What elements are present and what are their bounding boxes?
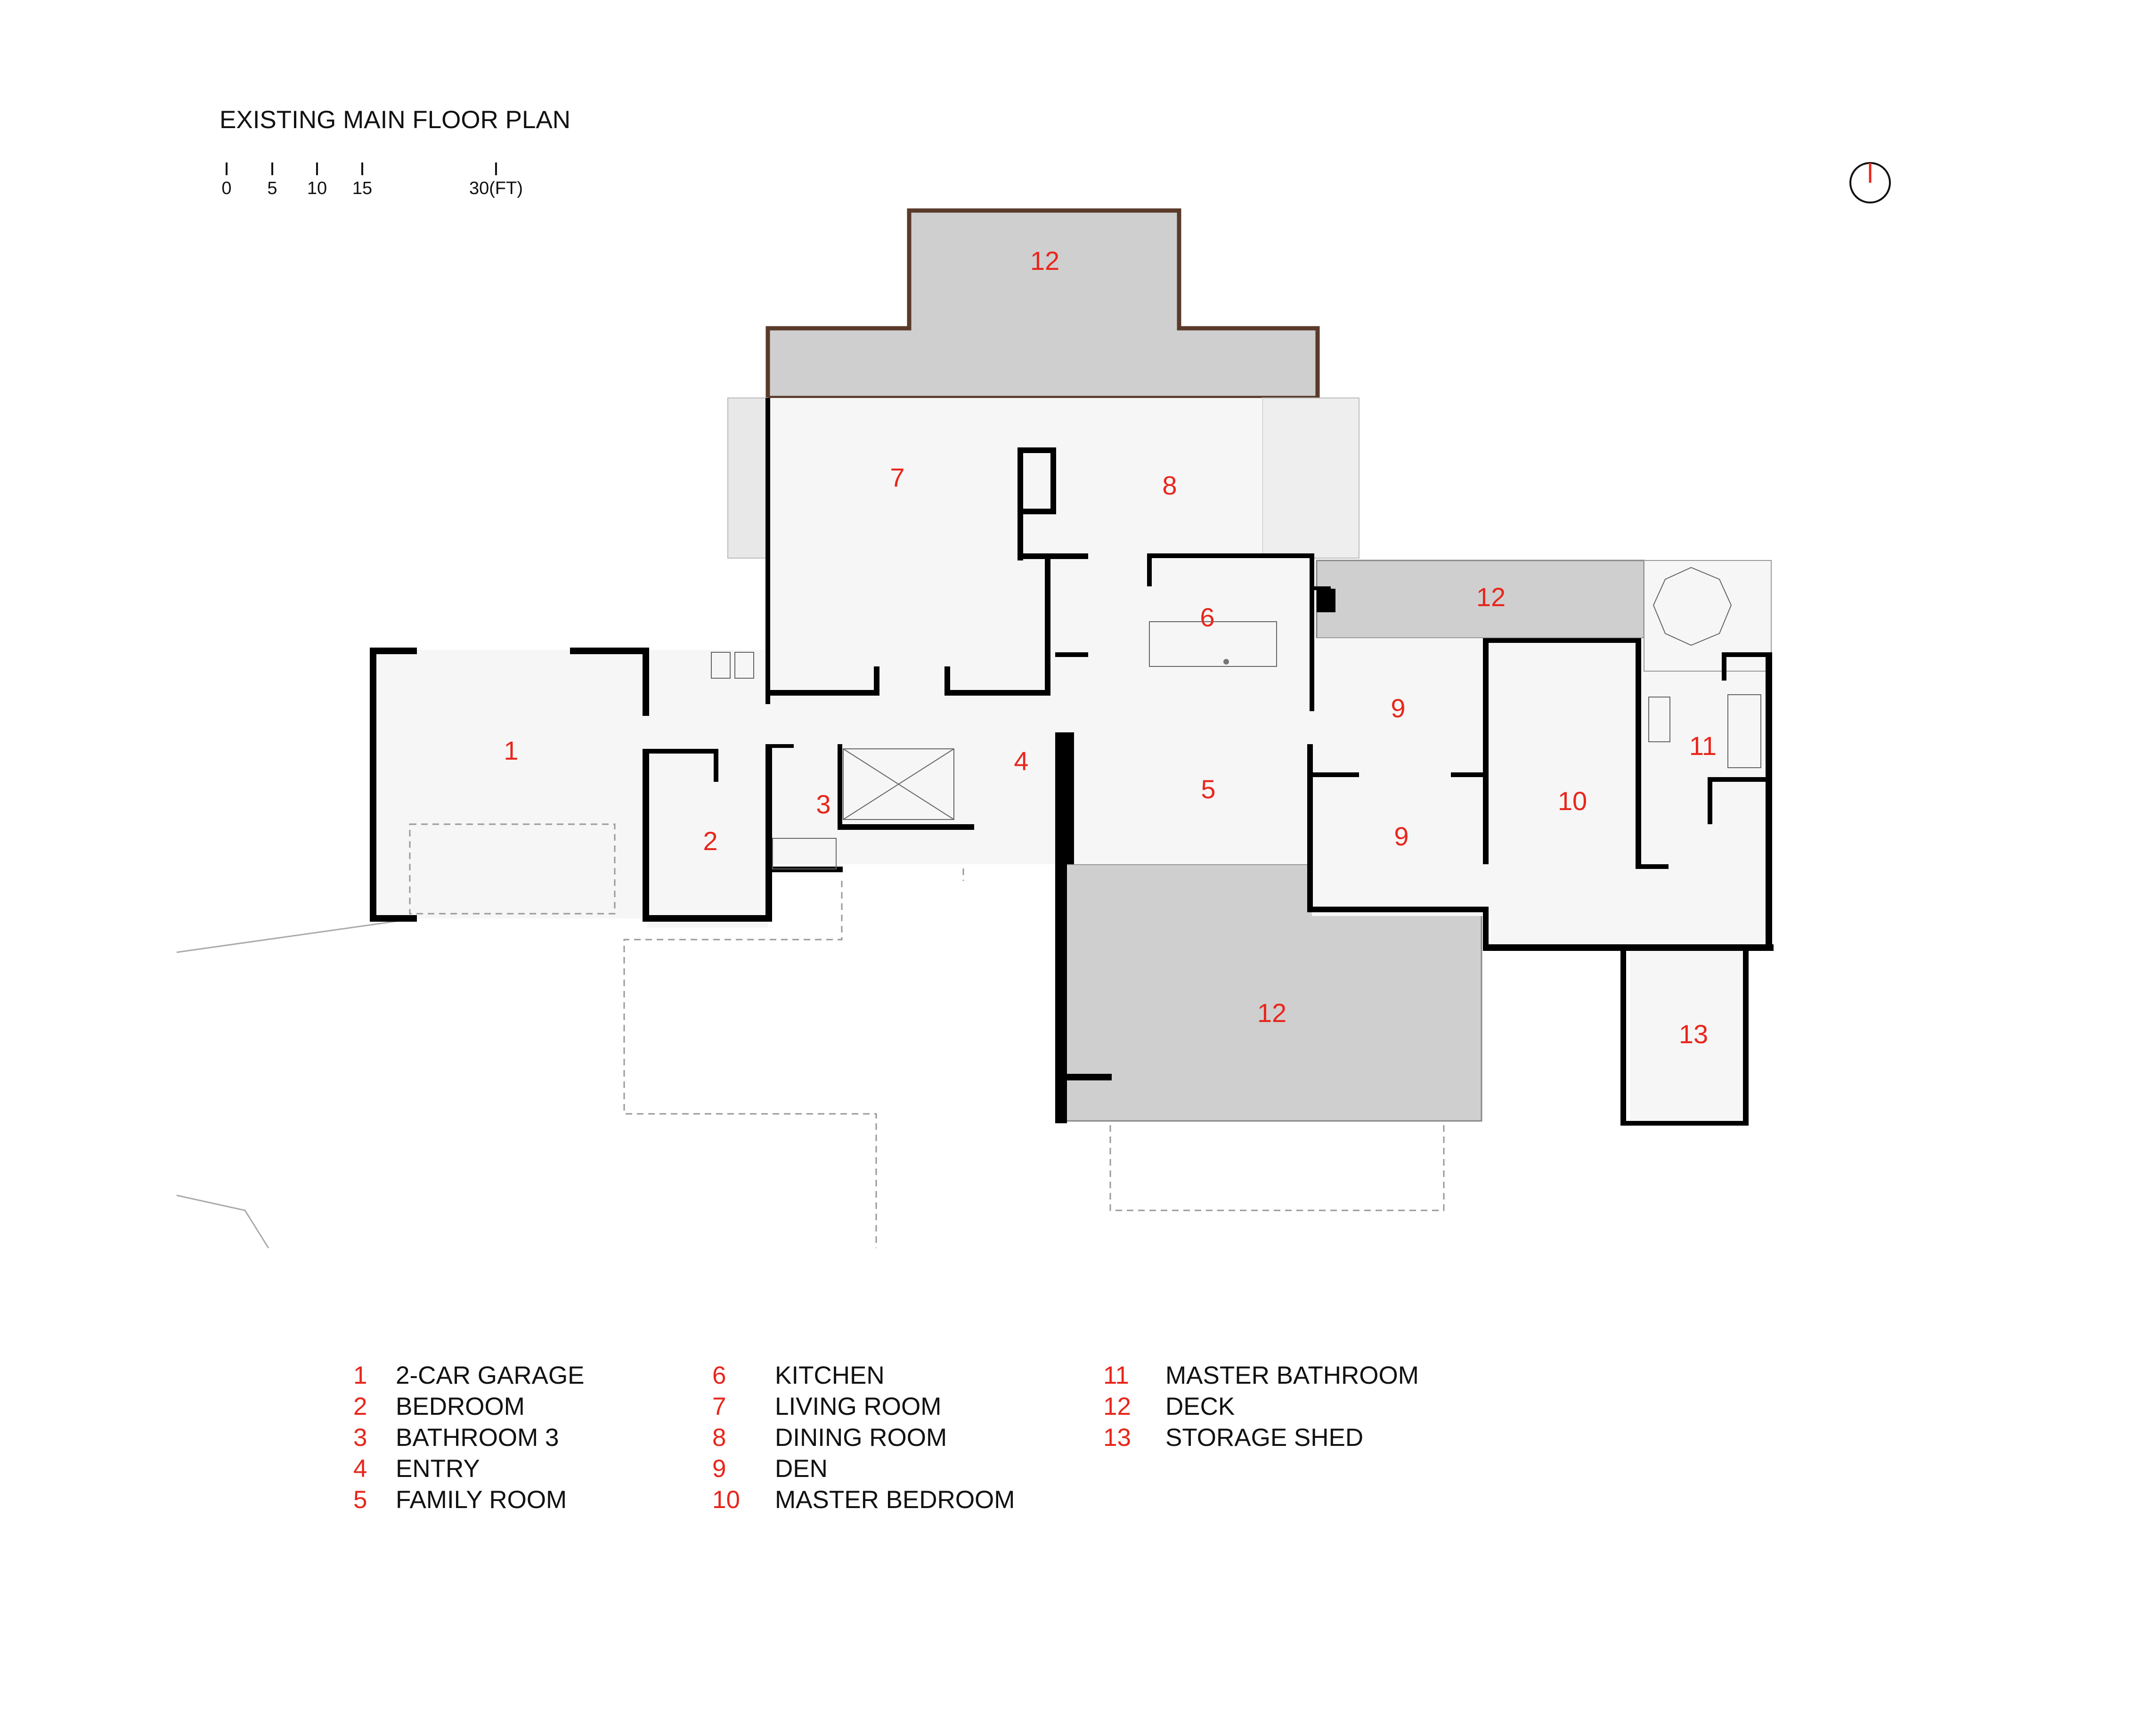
legend-label: LIVING ROOM	[775, 1393, 941, 1420]
scale-tick-label: 10	[307, 178, 327, 198]
legend-num: 7	[712, 1393, 726, 1420]
room-number-7: 7	[890, 462, 904, 492]
legend-label: DINING ROOM	[775, 1424, 947, 1452]
room-number-12-south: 12	[1257, 998, 1286, 1028]
legend-label: DEN	[775, 1455, 828, 1483]
scale-tick-label: 0	[221, 178, 231, 198]
deck-north	[765, 208, 1320, 400]
room-number-12-north: 12	[1030, 246, 1059, 276]
north-arrow-icon	[1849, 162, 1891, 203]
legend-num: 4	[353, 1455, 367, 1483]
legend-num: 8	[712, 1424, 726, 1452]
legend: 1 2-CAR GARAGE 2 BEDROOM 3 BATHROOM 3 4 …	[353, 1362, 1419, 1514]
legend-num: 12	[1103, 1393, 1131, 1420]
scale-tick-label: 5	[267, 178, 277, 198]
legend-num: 5	[353, 1486, 367, 1514]
site-lines	[176, 857, 1445, 1249]
room-number-8: 8	[1162, 471, 1177, 500]
porch-west	[727, 397, 768, 559]
legend-num: 2	[353, 1393, 367, 1420]
room-number-12-east: 12	[1476, 582, 1506, 612]
legend-label: FAMILY ROOM	[396, 1486, 567, 1514]
legend-num: 3	[353, 1424, 367, 1452]
floors	[372, 398, 1772, 1126]
scale-bar: 0 5 10 15 30(FT)	[221, 162, 523, 198]
room-labels: 1 2 3 4 5 6 7 8 9 9 10 11 12 12 12 13	[504, 246, 1717, 1049]
room-number-2: 2	[703, 826, 717, 856]
room-number-9-upper: 9	[1391, 693, 1405, 723]
room-number-9-lower: 9	[1394, 821, 1408, 851]
room-number-4: 4	[1014, 746, 1028, 776]
legend-label: ENTRY	[396, 1455, 480, 1483]
legend-label: KITCHEN	[775, 1362, 885, 1389]
legend-num: 9	[712, 1455, 726, 1483]
room-number-13: 13	[1679, 1019, 1708, 1049]
scale-tick-label: 15	[352, 178, 372, 198]
porch-east	[1262, 397, 1359, 559]
legend-num: 13	[1103, 1424, 1131, 1452]
room-number-6: 6	[1200, 602, 1214, 632]
room-number-10: 10	[1558, 786, 1587, 816]
legend-num: 6	[712, 1362, 726, 1389]
legend-label: MASTER BATHROOM	[1165, 1362, 1419, 1389]
deck-east	[1316, 560, 1645, 639]
legend-label: MASTER BEDROOM	[775, 1486, 1015, 1514]
legend-label: 2-CAR GARAGE	[396, 1362, 585, 1389]
legend-label: STORAGE SHED	[1165, 1424, 1363, 1452]
legend-num: 10	[712, 1486, 740, 1514]
walls	[370, 398, 1774, 1126]
legend-label: BATHROOM 3	[396, 1424, 559, 1452]
legend-label: BEDROOM	[396, 1393, 525, 1420]
room-number-1: 1	[504, 736, 518, 765]
room-number-5: 5	[1201, 774, 1215, 804]
plan-title: EXISTING MAIN FLOOR PLAN	[220, 106, 570, 134]
scale-tick-label: 30(FT)	[469, 178, 523, 198]
legend-num: 1	[353, 1362, 367, 1389]
legend-label: DECK	[1165, 1393, 1235, 1420]
fixtures	[409, 567, 1761, 915]
room-number-11: 11	[1689, 731, 1717, 761]
room-number-3: 3	[816, 789, 830, 819]
legend-num: 11	[1103, 1362, 1129, 1389]
